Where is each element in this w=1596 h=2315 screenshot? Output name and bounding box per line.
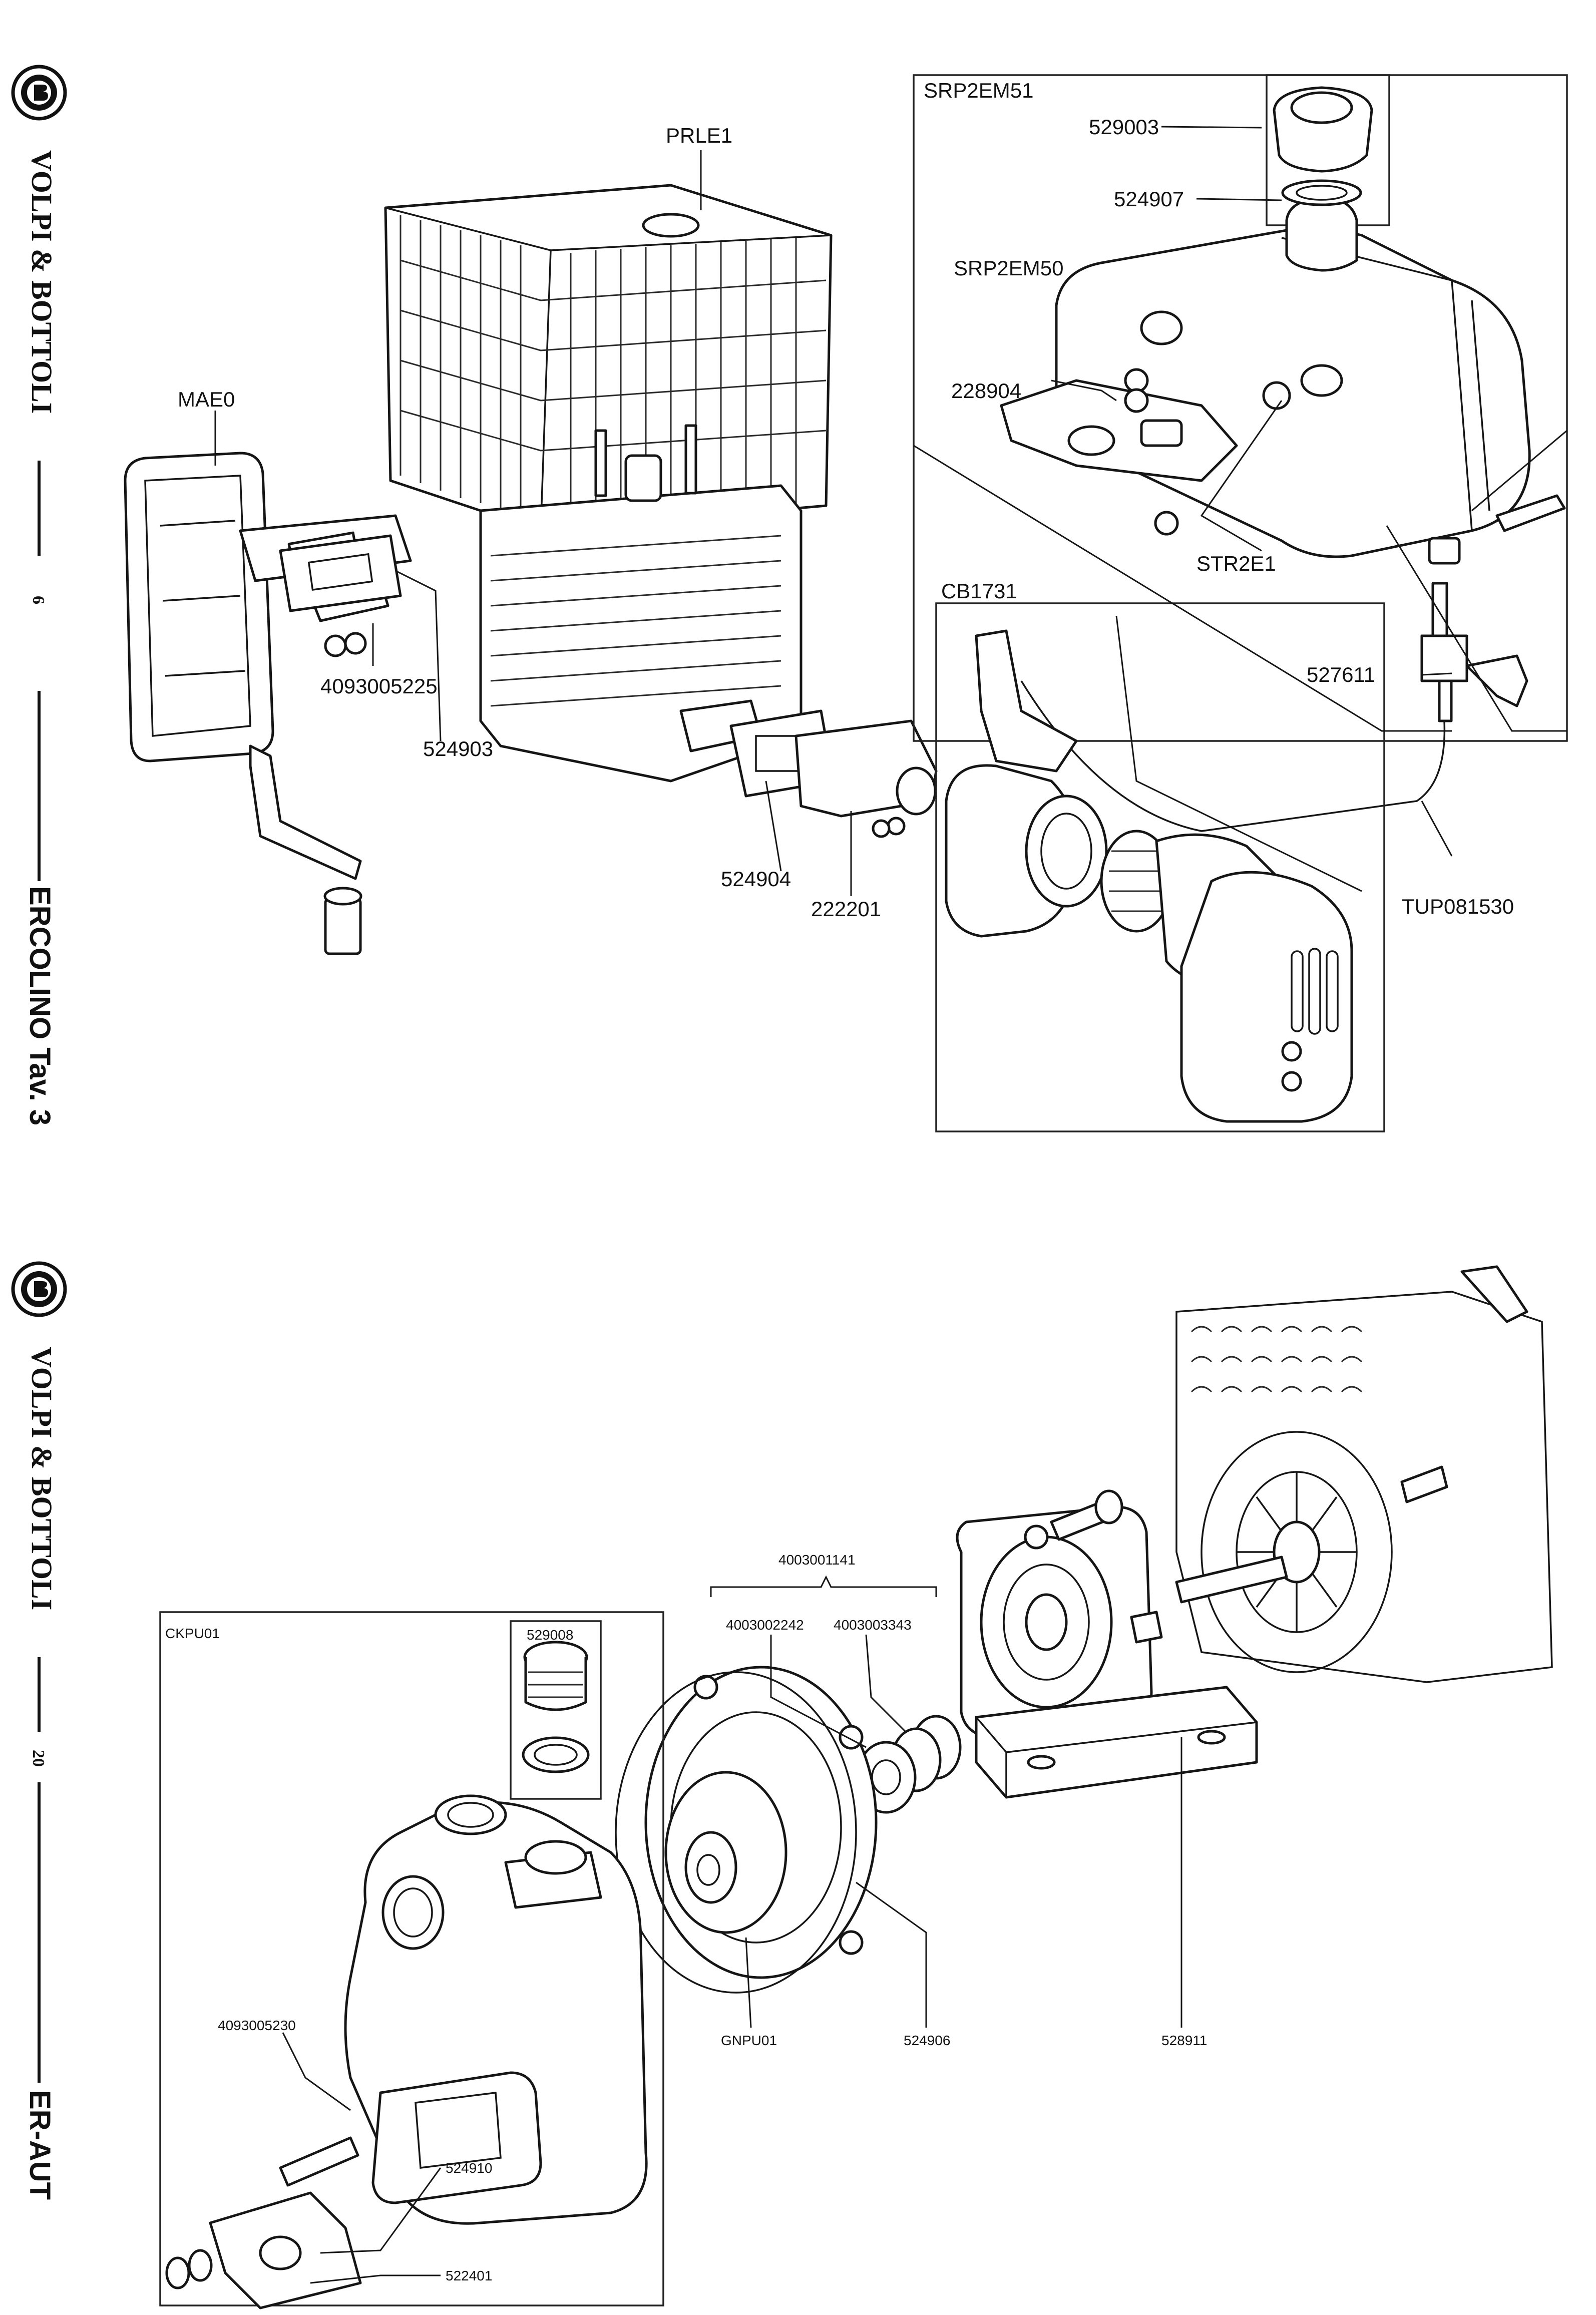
engine-cylinder-part <box>479 424 803 783</box>
flange-part <box>165 2136 362 2309</box>
label-gnpu01: GNPU01 <box>721 2033 777 2048</box>
bracket-bolt-part <box>1024 1489 1123 1550</box>
label-4003002242: 4003002242 <box>726 1617 804 1633</box>
label-222201: 222201 <box>811 897 881 921</box>
exhaust-gasket-part <box>279 534 402 612</box>
label-524903: 524903 <box>423 737 493 760</box>
fuel-tank-kit-frame <box>913 74 1568 742</box>
fuel-tank-part <box>1000 196 1566 565</box>
page-number-top: 6 <box>29 596 48 604</box>
page-number-bottom: 20 <box>29 1750 48 1767</box>
brand-name-top: VOLPI & BOTTOLI <box>26 150 58 414</box>
label-528911: 528911 <box>1161 2033 1207 2048</box>
label-524906: 524906 <box>904 2033 950 2048</box>
pump-housing-kit-frame <box>159 1611 664 2306</box>
engine-block-part <box>1175 1265 1553 1683</box>
label-srp2em50: SRP2EM50 <box>954 256 1063 280</box>
carburettor-kit-frame <box>935 602 1385 1132</box>
plug-frame <box>510 1620 602 1800</box>
label-mae0: MAE0 <box>178 388 235 411</box>
fuel-tap-part <box>1420 582 1528 722</box>
label-527611: 527611 <box>1307 663 1375 686</box>
part-labels-bottom: 4003001141 4003002242 4003003343 CKPU01 … <box>165 1552 1207 2283</box>
tank-cap-part <box>1273 86 1373 206</box>
model-title-bottom: ER-AUT <box>24 2090 56 2200</box>
label-529008: 529008 <box>527 1627 573 1643</box>
label-4093005230: 4093005230 <box>218 2018 296 2033</box>
label-prle1: PRLE1 <box>666 124 732 147</box>
brand-logo-icon <box>11 1261 67 1317</box>
label-str2e1: STR2E1 <box>1196 552 1276 575</box>
leader-lines-bottom <box>282 1575 1182 2284</box>
label-srp2em51: SRP2EM51 <box>924 79 1033 102</box>
intake-manifold-part <box>729 709 938 838</box>
muffler-part <box>124 452 412 955</box>
brand-name-bottom: VOLPI & BOTTOLI <box>26 1347 58 1610</box>
side-strip-top: VOLPI & BOTTOLI 6 ERCOLINO Tav. 3 <box>11 65 67 1125</box>
side-strip-bottom: VOLPI & BOTTOLI 20 ER-AUT <box>11 1261 67 2200</box>
label-tup081530: TUP081530 <box>1402 895 1514 918</box>
pump-gasket-part <box>615 1671 857 1994</box>
label-524904: 524904 <box>721 867 791 891</box>
label-529003: 529003 <box>1089 115 1159 139</box>
label-4093005225: 4093005225 <box>320 674 438 698</box>
label-ckpu01: CKPU01 <box>165 1626 220 1641</box>
pump-housing-part <box>344 1794 648 2225</box>
label-4003003343: 4003003343 <box>834 1617 912 1633</box>
drain-plug-part <box>522 1641 590 1773</box>
leader-lines-top <box>214 126 1567 896</box>
carburettor-part <box>945 629 1353 1123</box>
model-title-top: ERCOLINO Tav. 3 <box>24 886 56 1125</box>
brand-logo-icon <box>11 65 67 121</box>
label-cb1731: CB1731 <box>941 579 1017 603</box>
cooling-shroud-part <box>384 184 833 532</box>
label-524910: 524910 <box>446 2160 492 2176</box>
pump-bracket-part <box>956 1505 1258 1799</box>
label-228904: 228904 <box>951 379 1021 403</box>
pump-cover-plate-part <box>644 1666 878 1979</box>
label-524907: 524907 <box>1114 187 1184 211</box>
label-522401: 522401 <box>446 2268 492 2283</box>
part-labels-top: PRLE1 MAE0 4093005225 524903 524904 2222… <box>178 79 1514 921</box>
label-4003001141: 4003001141 <box>778 1552 856 1568</box>
